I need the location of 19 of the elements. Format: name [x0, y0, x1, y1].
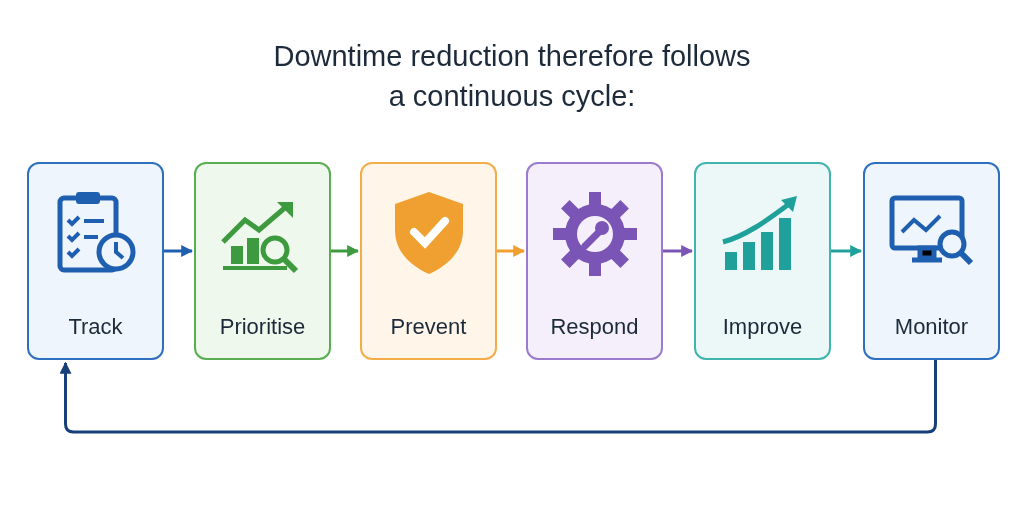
arrow — [331, 245, 360, 257]
step-card — [863, 162, 1000, 360]
title: Downtime reduction therefore follows a continuous cycle: — [272, 39, 752, 114]
arrow — [831, 245, 863, 257]
step-label: Improve — [722, 313, 803, 341]
step-card — [360, 162, 497, 360]
step-card — [694, 162, 831, 360]
step-card — [194, 162, 331, 360]
step-card — [27, 162, 164, 360]
step-label: Respond — [550, 313, 639, 341]
step-label: Monitor — [894, 313, 969, 341]
step-label: Prevent — [390, 313, 467, 341]
arrow — [164, 245, 194, 257]
step-card — [526, 162, 663, 360]
arrow — [59, 360, 937, 434]
arrow — [497, 245, 526, 257]
step-label: Prioritise — [219, 313, 306, 341]
step-label: Track — [68, 313, 123, 341]
arrow — [663, 245, 694, 257]
